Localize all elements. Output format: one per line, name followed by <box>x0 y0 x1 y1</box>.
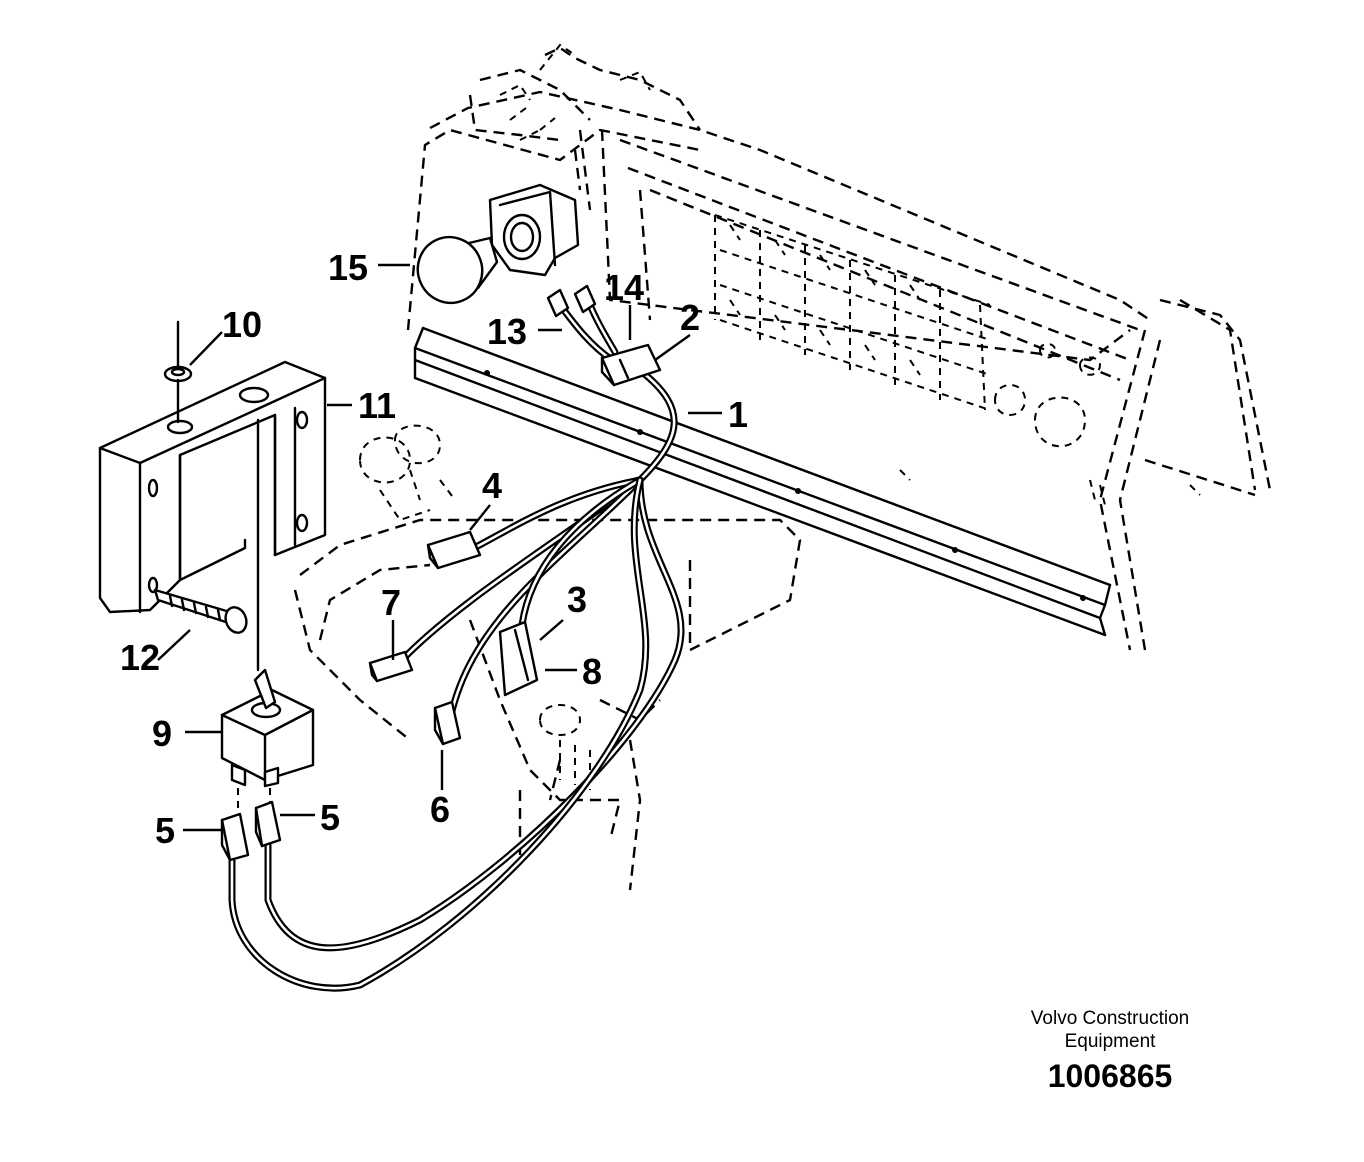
callout-11: 11 <box>358 385 396 426</box>
callout-14: 14 <box>604 267 644 308</box>
callout-8: 8 <box>582 651 602 692</box>
drawing-number: 1006865 <box>1047 1058 1173 1094</box>
callout-7: 7 <box>381 582 401 623</box>
leader-lines <box>157 263 722 832</box>
callout-1: 1 <box>728 394 748 435</box>
mounting-rail <box>413 326 1112 637</box>
callout-4: 4 <box>482 465 502 506</box>
callout-6: 6 <box>430 789 450 830</box>
callout-9: 9 <box>152 713 172 754</box>
callout-3: 3 <box>567 579 587 620</box>
knob-assembly <box>416 183 580 305</box>
callout-12: 12 <box>120 637 160 678</box>
callout-10: 10 <box>222 304 262 345</box>
callout-labels: 1 2 3 4 5 5 6 7 8 9 10 11 12 13 14 15 <box>120 247 748 851</box>
callout-5-left: 5 <box>155 810 175 851</box>
credit-company-line1: Volvo Construction <box>1030 1008 1190 1029</box>
toggle-switch <box>220 418 315 818</box>
wire-harness <box>228 296 685 992</box>
callout-13: 13 <box>487 311 527 352</box>
screw <box>153 588 248 634</box>
bracket <box>98 360 327 614</box>
connectors <box>220 284 662 862</box>
callout-2: 2 <box>680 297 700 338</box>
callout-15: 15 <box>328 247 368 288</box>
callout-5-right: 5 <box>320 797 340 838</box>
washer <box>163 320 193 424</box>
credit-company-line2: Equipment <box>1064 1031 1156 1052</box>
